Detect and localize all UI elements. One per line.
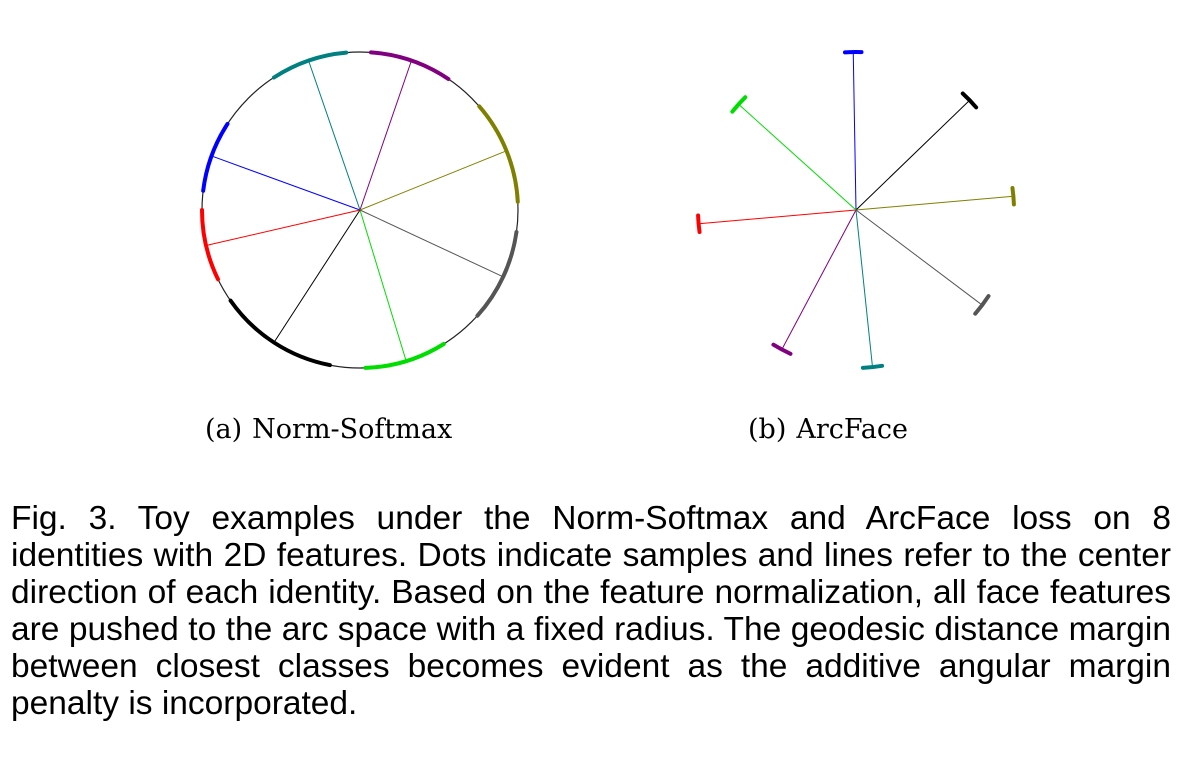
identity-center-line-6 [698, 209, 857, 225]
identity-samples-arc-4 [860, 363, 885, 370]
identity-center-line-3 [359, 150, 507, 211]
arcface-svg [696, 50, 1016, 370]
identity-center-line-5 [781, 209, 857, 350]
arcface-plot [686, 40, 1026, 380]
identity-center-line-0 [852, 52, 857, 211]
identity-center-line-2 [359, 60, 412, 211]
subcaption-b-tag: (b) [748, 414, 787, 445]
identity-center-line-3 [855, 209, 983, 306]
identity-center-line-5 [359, 209, 407, 362]
subcaption-a: (a) Norm-Softmax [205, 414, 452, 445]
identity-center-line-6 [273, 209, 361, 343]
norm-softmax-plot [190, 40, 530, 380]
identity-center-line-1 [855, 99, 971, 211]
identity-samples-arc-1 [960, 91, 979, 110]
subcaption-b-label: ArcFace [796, 414, 908, 445]
identity-samples-arc-2 [1010, 186, 1016, 207]
subcaption-a-tag: (a) [205, 414, 243, 445]
identity-center-line-0 [211, 155, 361, 211]
identity-center-line-7 [738, 103, 857, 211]
identity-center-line-4 [359, 209, 504, 278]
identity-samples-arc-7 [730, 95, 748, 114]
identity-center-line-7 [205, 209, 361, 247]
identity-center-line-1 [308, 60, 361, 211]
norm-softmax-svg [200, 50, 520, 370]
identity-samples-arc-5 [363, 341, 446, 370]
identity-center-line-2 [855, 195, 1014, 211]
subcaption-a-label: Norm-Softmax [252, 414, 453, 445]
identity-samples-arc-6 [696, 213, 702, 234]
identity-center-line-4 [855, 209, 874, 368]
subcaption-b: (b) ArcFace [748, 414, 908, 445]
identity-samples-arc-3 [973, 294, 991, 316]
identity-samples-arc-5 [771, 342, 793, 356]
figure-caption: Fig. 3. Toy examples under the Norm-Soft… [11, 500, 1171, 722]
identity-samples-arc-1 [271, 50, 349, 80]
